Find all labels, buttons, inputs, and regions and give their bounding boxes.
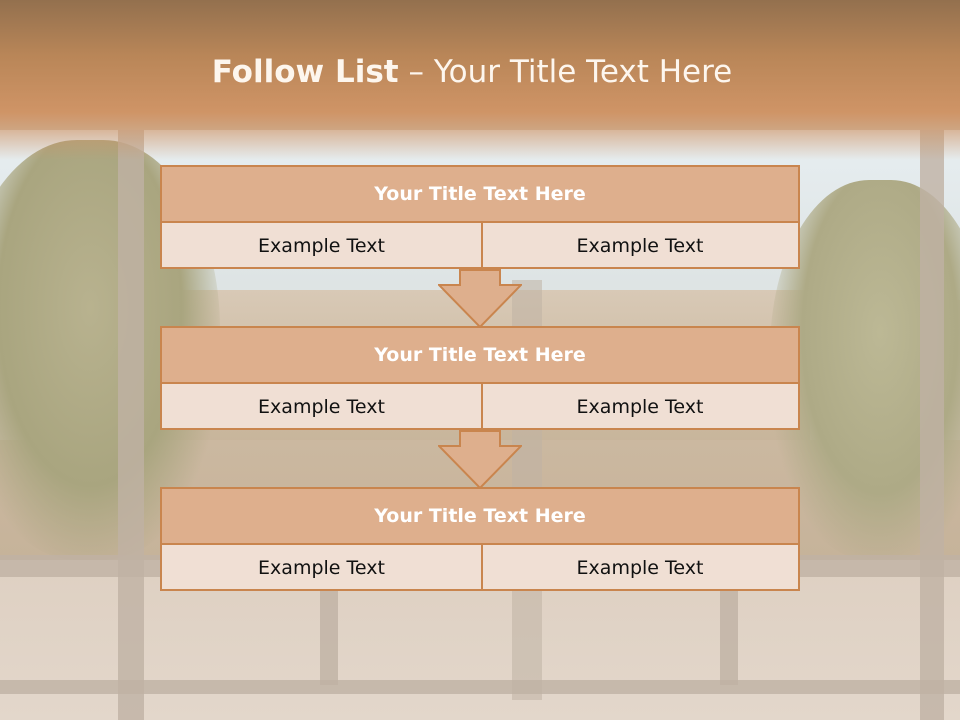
list-box-left-text: Example Text <box>162 545 483 591</box>
down-arrow-icon <box>438 269 522 329</box>
window-frame-bar <box>0 680 960 694</box>
list-box-1: Your Title Text Here Example Text Exampl… <box>160 165 800 269</box>
list-box-title: Your Title Text Here <box>162 328 798 384</box>
slide-title-rest: – Your Title Text Here <box>398 54 733 90</box>
list-box-right-text: Example Text <box>576 557 704 579</box>
list-box-title: Your Title Text Here <box>162 167 798 223</box>
list-box-right-text: Example Text <box>576 396 704 418</box>
list-box-title: Your Title Text Here <box>162 489 798 545</box>
header-band <box>0 0 960 160</box>
window-frame-bar <box>720 575 738 685</box>
window-frame-bar <box>320 575 338 685</box>
list-box-2: Your Title Text Here Example Text Exampl… <box>160 326 800 430</box>
slide-title-bold: Follow List <box>211 54 399 90</box>
list-box-left-text: Example Text <box>162 384 483 430</box>
list-box-right-text: Example Text <box>576 235 704 257</box>
down-arrow-icon <box>438 430 522 490</box>
list-box-left-text: Example Text <box>162 223 483 269</box>
slide-title: Follow List – Your Title Text Here <box>0 54 944 90</box>
window-frame-bar <box>920 130 944 720</box>
list-box-3: Your Title Text Here Example Text Exampl… <box>160 487 800 591</box>
window-frame-bar <box>118 130 144 720</box>
